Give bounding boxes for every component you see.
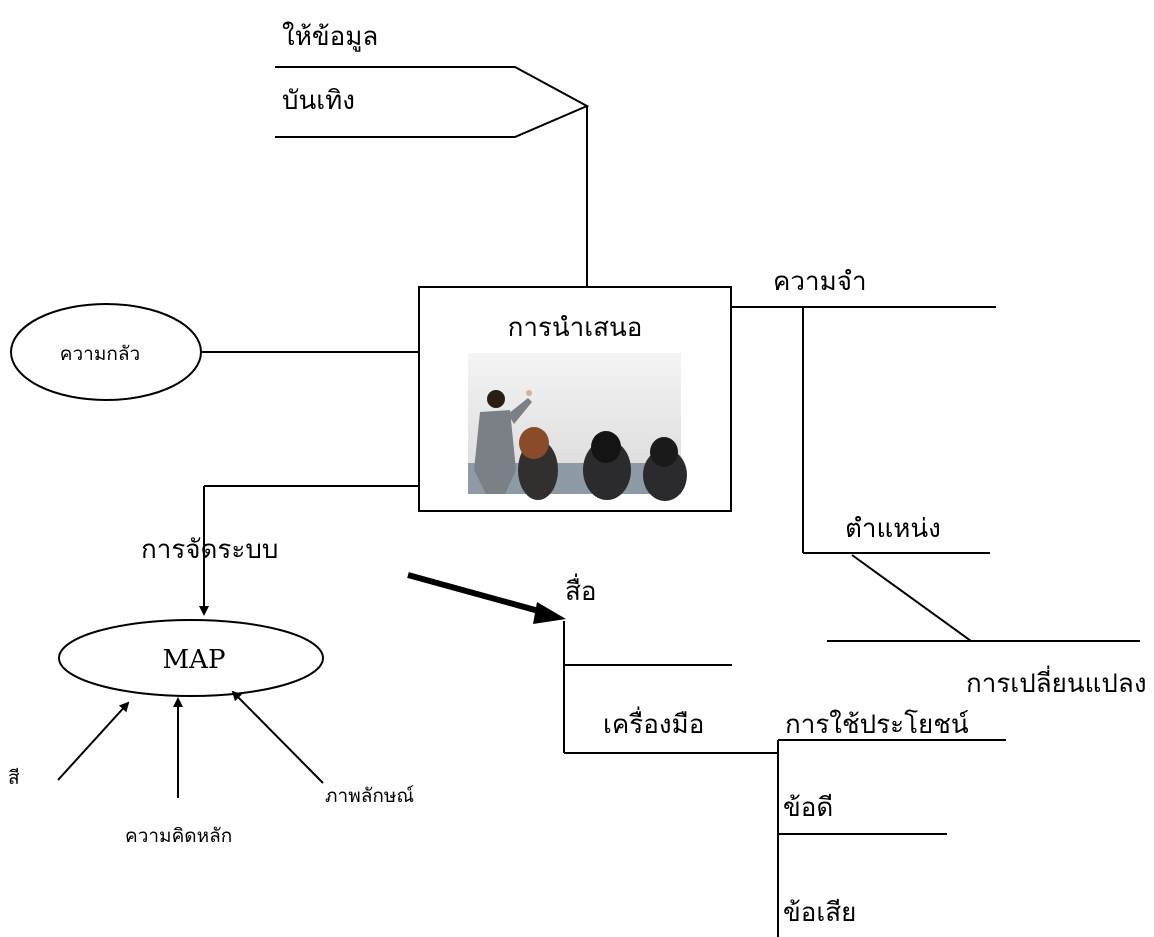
central-node: การนำเสนอ [418,286,732,512]
label-entertain: บันเทิง [282,86,355,116]
label-organizing: การจัดระบบ [141,535,278,565]
label-benefits: การใช้ประโยชน์ [785,709,969,740]
label-media: สื่อ [565,573,596,607]
central-node-title: การนำเสนอ [508,313,643,343]
label-inform: ให้ข้อมูล [282,22,378,52]
branch-organizing [199,485,419,616]
label-disadvantages: ข้อเสีย [783,898,856,928]
label-position: ตำแหน่ง [845,514,941,544]
label-memory: ความจำ [773,267,867,297]
thick-arrow-head [533,602,566,624]
label-tools: เครื่องมือ [603,706,704,740]
branch-media [563,621,1006,937]
label-map: MAP [163,645,226,675]
map-ellipse [58,619,324,697]
label-change: การเปลี่ยนแปลง [966,665,1147,699]
branch-memory [731,306,1140,642]
label-main-idea: ความคิดหลัก [125,825,232,847]
label-advantages: ข้อดี [783,793,833,823]
label-fear: ความกลัว [60,343,140,365]
map-inputs [57,690,324,798]
thick-arrow-shaft [407,572,547,616]
branch-purpose [275,66,590,287]
label-image: ภาพลักษณ์ [325,785,414,807]
presentation-photo-icon [468,353,687,501]
label-color: สี [8,767,20,789]
